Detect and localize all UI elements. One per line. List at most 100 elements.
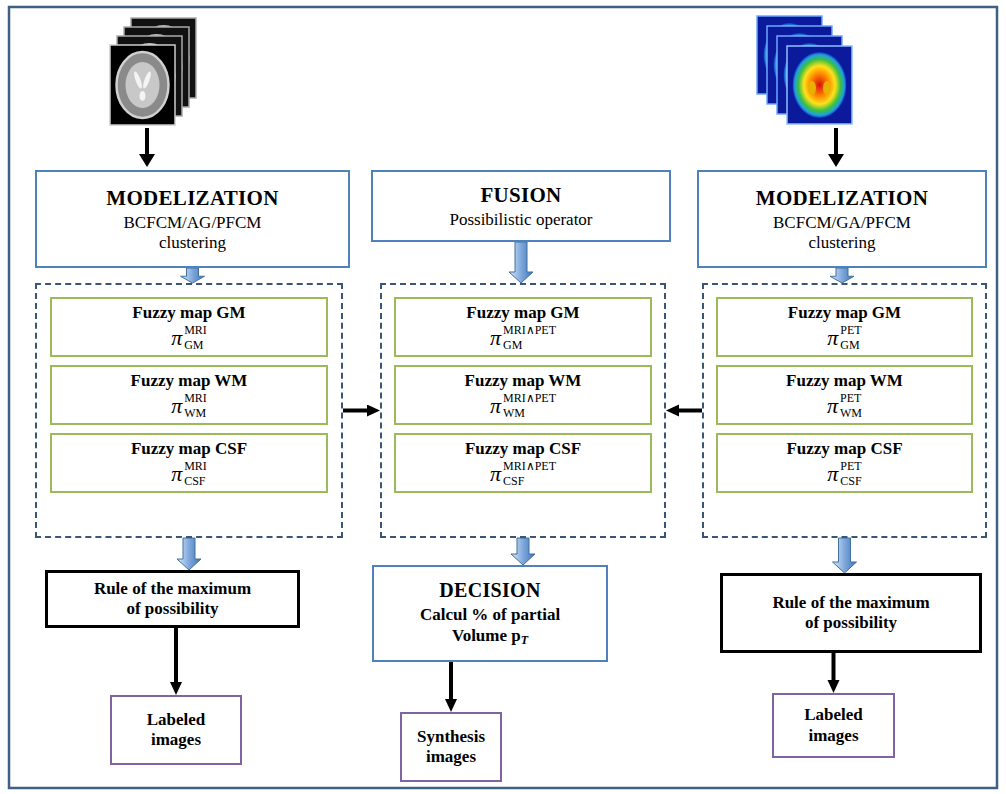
math-superscript: MRI∧PET	[503, 324, 556, 336]
group-box: Fuzzy map GMπPETGMFuzzy map WMπPETWMFuzz…	[702, 283, 987, 538]
pet-slices	[757, 16, 852, 124]
rule-box: Rule of the maximum of possibility	[45, 570, 300, 628]
block-arrow	[511, 538, 535, 565]
outer-frame	[9, 7, 997, 788]
map-title: Fuzzy map CSF	[786, 439, 902, 459]
math-subscript: WM	[184, 407, 206, 419]
math-superscript: MRI	[184, 324, 207, 336]
process-box: FUSION Possibilistic operator	[371, 170, 671, 242]
math-subscript: CSF	[503, 475, 524, 487]
block-arrow	[177, 538, 201, 570]
math-superscript: MRI∧PET	[503, 392, 556, 404]
box-subtitle: BCFCM/AG/PFCM clustering	[113, 213, 273, 252]
map-title: Fuzzy map GM	[788, 303, 901, 323]
math-subscript: GM	[840, 339, 859, 351]
pet-detail	[823, 81, 831, 95]
pet-detail	[808, 81, 816, 95]
math-symbol: π	[171, 327, 182, 349]
arrow-head	[139, 154, 155, 167]
fuzzy-map-box: Fuzzy map WM πMRI WM	[50, 365, 328, 425]
math-superscript: MRI	[184, 392, 207, 404]
mri-ventricle	[142, 71, 153, 90]
output-box: Synthesis images	[400, 712, 502, 782]
math-subscript: GM	[184, 339, 203, 351]
math-subscript: T	[521, 633, 528, 647]
math-symbol: π	[171, 463, 182, 485]
box-label: Synthesis images	[408, 727, 494, 768]
block-arrow	[830, 268, 854, 283]
arrow-connector	[174, 628, 178, 685]
fuzzy-map-box: Fuzzy map CSF πPET CSF	[716, 433, 973, 493]
mri-ventricle	[140, 91, 146, 101]
box-heading: DECISION	[439, 579, 540, 602]
map-title: Fuzzy map WM	[131, 371, 248, 391]
pet-slice	[787, 46, 852, 124]
pet-brain	[793, 52, 847, 118]
input-arrows	[139, 128, 844, 167]
math-superscript: PET	[840, 392, 861, 404]
math-superscript: MRI	[184, 460, 207, 472]
math-superscript: PET	[840, 460, 861, 472]
process-box: MODELIZATION BCFCM/GA/PFCM clustering	[697, 170, 987, 268]
math-superscript: MRI∧PET	[503, 460, 556, 472]
arrow-connector	[832, 653, 836, 683]
math-subscript: CSF	[840, 475, 861, 487]
math-subscript: GM	[503, 339, 522, 351]
group-box: Fuzzy map GMπMRI∧PETGMFuzzy map WMπMRI∧P…	[380, 283, 666, 538]
math-subscript: WM	[503, 407, 525, 419]
arrow-head	[828, 154, 844, 167]
map-title: Fuzzy map WM	[786, 371, 903, 391]
math-subscript: WM	[840, 407, 862, 419]
math-subscript: CSF	[184, 475, 205, 487]
map-title: Fuzzy map CSF	[465, 439, 581, 459]
fuzzy-map-box: Fuzzy map GM πPET GM	[716, 297, 973, 357]
box-label: Labeled images	[131, 710, 221, 751]
fuzzy-map-box: Fuzzy map CSF πMRI∧PET CSF	[394, 433, 652, 493]
process-box: MODELIZATION BCFCM/AG/PFCM clustering	[35, 170, 350, 268]
math-symbol: π	[171, 395, 182, 417]
block-arrow	[833, 538, 857, 573]
mri-ventricle	[133, 71, 144, 90]
fuzzy-map-box: Fuzzy map GM πMRI∧PET GM	[394, 297, 652, 357]
mri-slice	[110, 45, 175, 125]
block-arrow	[509, 242, 533, 283]
map-title: Fuzzy map CSF	[131, 439, 247, 459]
box-body: Calcul % of partial Volume p	[420, 605, 560, 644]
math-symbol: π	[827, 327, 838, 349]
block-arrow	[181, 268, 205, 283]
mri-brain	[117, 52, 169, 118]
mri-slices	[110, 18, 196, 125]
math-symbol: π	[827, 463, 838, 485]
math-symbol: π	[827, 395, 838, 417]
map-title: Fuzzy map WM	[465, 371, 582, 391]
arrow-line	[834, 128, 838, 156]
box-heading: MODELIZATION	[106, 186, 278, 210]
mri-white-matter	[126, 62, 160, 108]
fuzzy-map-box: Fuzzy map GM πMRI GM	[50, 297, 328, 357]
map-title: Fuzzy map GM	[466, 303, 579, 323]
rule-box: Rule of the maximum of possibility	[720, 573, 982, 653]
fuzzy-map-box: Fuzzy map CSF πMRI CSF	[50, 433, 328, 493]
output-box: Labeled images	[110, 695, 242, 765]
math-symbol: π	[490, 327, 501, 349]
decision-box: DECISION Calcul % of partial Volume pT	[372, 565, 608, 662]
math-symbol: π	[490, 395, 501, 417]
box-subtitle: BCFCM/GA/PFCM clustering	[762, 213, 922, 252]
arrow-connector	[676, 409, 702, 413]
map-title: Fuzzy map GM	[132, 303, 245, 323]
box-heading: MODELIZATION	[756, 186, 928, 210]
arrow-line	[145, 128, 149, 156]
output-box: Labeled images	[772, 693, 895, 758]
box-label: Rule of the maximum of possibility	[89, 579, 257, 620]
arrow-connector	[449, 662, 453, 702]
math-superscript: PET	[840, 324, 861, 336]
box-heading: FUSION	[480, 183, 561, 207]
box-subtitle: Possibilistic operator	[449, 210, 592, 230]
math-symbol: π	[490, 463, 501, 485]
fuzzy-map-box: Fuzzy map WM πPET WM	[716, 365, 973, 425]
box-label: Labeled images	[790, 705, 878, 746]
box-label: Rule of the maximum of possibility	[767, 593, 935, 634]
fuzzy-map-box: Fuzzy map WM πMRI∧PET WM	[394, 365, 652, 425]
group-box: Fuzzy map GMπMRIGMFuzzy map WMπMRIWMFuzz…	[35, 283, 343, 538]
arrow-connector	[343, 409, 370, 413]
